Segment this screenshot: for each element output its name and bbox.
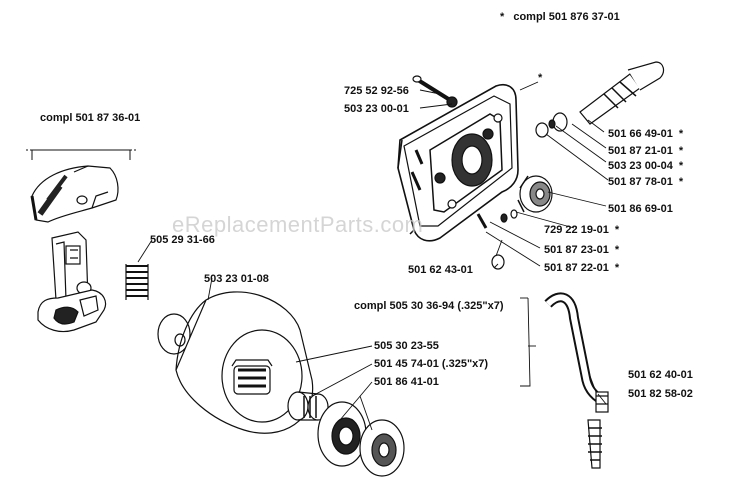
part-label-501-86-41-01: 501 86 41-01 bbox=[374, 376, 439, 388]
part-label-501-87-21-01: 501 87 21-01* bbox=[608, 145, 684, 157]
part-label-725-52-92-56: 725 52 92-56 bbox=[344, 85, 409, 97]
part-label-501-66-49-01: 501 66 49-01* bbox=[608, 128, 684, 140]
assembly-label-501-876-37-01: * compl 501 876 37-01 bbox=[500, 11, 620, 23]
pump-shaft-drawing bbox=[579, 61, 665, 125]
plug-drawing bbox=[491, 254, 505, 270]
part-label-501-82-58-02: 501 82 58-02 bbox=[628, 388, 693, 400]
part-label-501-62-43-01: 501 62 43-01 bbox=[408, 264, 473, 276]
oil-pump-housing-drawing bbox=[397, 84, 519, 242]
assembly-label-505-30-36-94: compl 505 30 36-94 (.325"x7) bbox=[354, 300, 504, 312]
clutch-spring-drawing bbox=[125, 264, 149, 300]
part-label-501-62-40-01: 501 62 40-01 bbox=[628, 369, 693, 381]
part-label-505-30-23-55: 505 30 23-55 bbox=[374, 340, 439, 352]
part-label-501-86-69-01: 501 86 69-01 bbox=[608, 203, 673, 215]
pin-drawing bbox=[476, 213, 488, 229]
clutch-shoe-drawing bbox=[30, 165, 119, 333]
part-label-501-87-78-01: 501 87 78-01* bbox=[608, 176, 684, 188]
screw-drawing bbox=[412, 75, 458, 108]
asterisk-label: * bbox=[538, 72, 543, 84]
pump-gear-drawing bbox=[517, 175, 553, 213]
part-label-505-29-31-66: 505 29 31-66 bbox=[150, 234, 215, 246]
washer-drawing bbox=[157, 313, 191, 355]
part-label-503-23-00-04: 503 23 00-04* bbox=[608, 160, 684, 172]
asterisk: * bbox=[500, 11, 505, 23]
leader-lines bbox=[137, 81, 609, 431]
part-label-501-45-74-01: 501 45 74-01 (.325"x7) bbox=[374, 358, 489, 370]
watermark: eReplacementParts.com bbox=[172, 212, 424, 237]
seal-drawing bbox=[535, 122, 549, 138]
oil-nipple-drawing bbox=[587, 419, 602, 469]
needle-bearing-drawing bbox=[287, 391, 329, 421]
part-label-729-22-19-01: 729 22 19-01* bbox=[544, 224, 620, 236]
part-label-501-87-23-01: 501 87 23-01* bbox=[544, 244, 620, 256]
oil-hose-drawing bbox=[544, 292, 609, 413]
rim-washer-drawing bbox=[359, 419, 405, 477]
part-label-503-23-01-08: 503 23 01-08 bbox=[204, 273, 269, 285]
part-label-503-23-00-01: 503 23 00-01 bbox=[344, 103, 409, 115]
sprocket-rim-drawing bbox=[317, 401, 367, 467]
part-label-501-87-22-01: 501 87 22-01* bbox=[544, 262, 620, 274]
assembly-label-501-87-36-01: compl 501 87 36-01 bbox=[40, 112, 141, 124]
